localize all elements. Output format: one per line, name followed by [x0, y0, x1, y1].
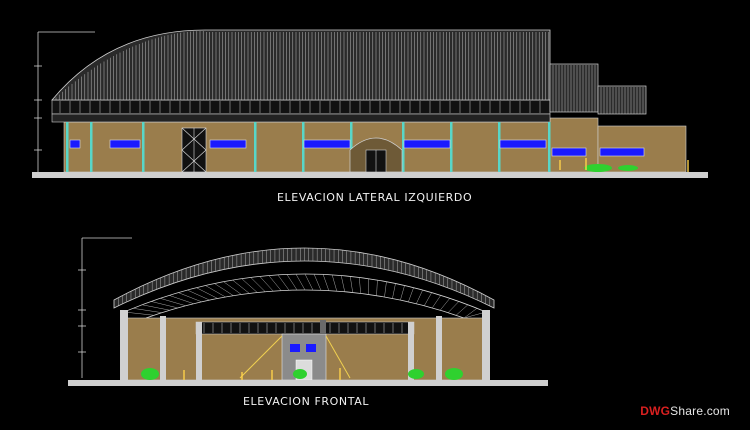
lateral-roof-corrugation — [55, 31, 550, 100]
watermark-logo: DWGShare.com — [640, 404, 730, 418]
frontal-truss-lower — [145, 289, 465, 319]
lateral-clerestory-band — [51, 99, 551, 115]
frontal-elevation-title: ELEVACION FRONTAL — [243, 395, 370, 408]
lateral-annex-wall-1 — [549, 117, 599, 173]
watermark-brand-share: Share.com — [670, 404, 730, 418]
lateral-ground-line — [32, 172, 708, 178]
lateral-plants — [584, 164, 638, 172]
watermark-brand-dwg: DWG — [640, 404, 671, 418]
lateral-entrance-arch — [349, 137, 403, 173]
lateral-lattice-door — [181, 127, 207, 173]
frontal-pillars — [120, 310, 490, 380]
lateral-dimension-marks — [34, 31, 95, 172]
lateral-annex-roof-1-lines — [552, 65, 596, 112]
frontal-roof-corrugation — [113, 248, 495, 308]
lateral-windows — [69, 139, 645, 157]
frontal-plants — [141, 368, 463, 380]
lateral-curved-roof — [51, 29, 551, 101]
lateral-fascia-band — [51, 113, 551, 123]
lateral-columns — [66, 122, 551, 172]
frontal-people — [183, 368, 341, 380]
frontal-ground-line — [68, 380, 548, 386]
frontal-dimension-marks — [78, 237, 132, 378]
lateral-elevation-drawing — [32, 29, 708, 178]
frontal-clerestory — [195, 321, 415, 335]
lateral-annex-roof-2-lines — [600, 87, 644, 114]
lateral-people — [559, 158, 689, 172]
frontal-elevation-drawing — [68, 237, 548, 386]
lateral-elevation-title: ELEVACION LATERAL IZQUIERDO — [277, 191, 473, 204]
lateral-clerestory-mullions — [59, 101, 541, 113]
